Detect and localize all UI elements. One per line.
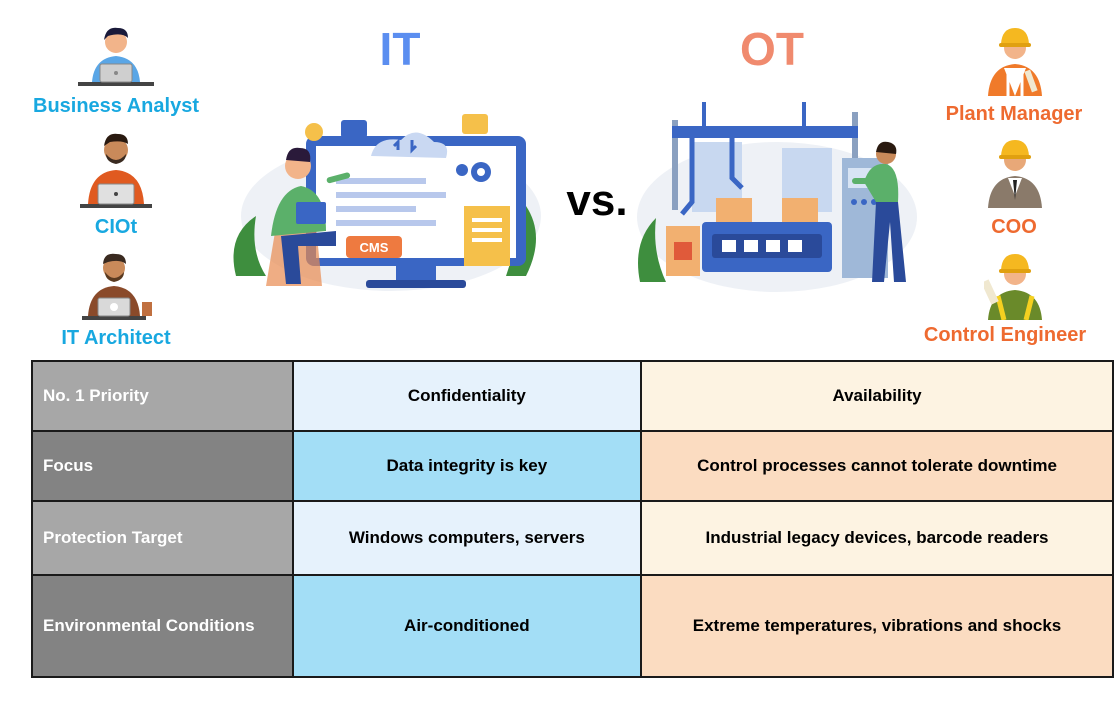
it-cell: Windows computers, servers [291,500,643,576]
table-row: Focus Data integrity is key Control proc… [31,430,1114,502]
ot-cell: Control processes cannot tolerate downti… [640,430,1114,502]
it-cell: Data integrity is key [291,430,643,502]
role-it-architect: IT Architect [61,327,171,349]
ot-title: OT [740,23,804,75]
row-header: Focus [31,430,294,502]
ot-factory-illustration [637,102,917,292]
ot-cell: Extreme temperatures, vibrations and sho… [640,574,1114,678]
table-row: Protection Target Windows computers, ser… [31,500,1114,576]
row-header: Protection Target [31,500,294,576]
plant-manager-icon [988,28,1042,96]
role-plant-manager: Plant Manager [945,103,1083,125]
ot-cell: Availability [640,360,1114,432]
role-business-analyst: Business Analyst [33,95,199,117]
it-title: IT [379,23,421,75]
table-row: No. 1 Priority Confidentiality Availabil… [31,360,1114,432]
row-header: Environmental Conditions [31,574,294,678]
role-control-engineer: Control Engineer [923,324,1087,346]
it-cell: Confidentiality [291,360,643,432]
table-row: Environmental Conditions Air-conditioned… [31,574,1114,678]
it-architect-icon [82,253,152,320]
role-ciot: CIOt [94,216,138,238]
svg-text:CMS: CMS [360,240,389,255]
control-engineer-icon [984,254,1042,320]
comparison-table: No. 1 Priority Confidentiality Availabil… [31,360,1114,678]
coo-icon [988,140,1042,208]
row-header: No. 1 Priority [31,360,294,432]
it-workstation-illustration: CMS [233,114,541,291]
business-analyst-icon [78,27,154,86]
it-cell: Air-conditioned [291,574,643,678]
cio-icon [80,133,152,208]
role-coo: COO [991,216,1037,238]
ot-cell: Industrial legacy devices, barcode reade… [640,500,1114,576]
vs-label: vs. [566,176,628,225]
